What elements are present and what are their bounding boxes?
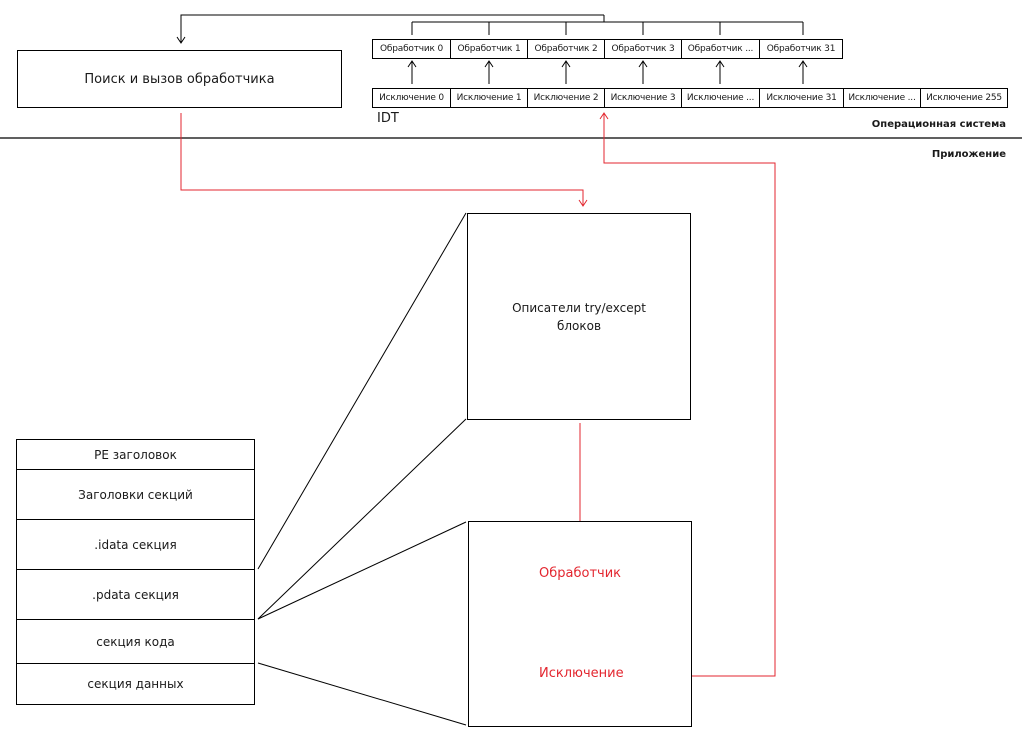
try-except-descriptors-box: Описатели try/except блоков (467, 213, 691, 420)
pe-section-row: секция кода (16, 619, 255, 664)
idt-exception-cell: Исключение 2 (527, 88, 605, 108)
handler-label: Обработчик (539, 566, 621, 581)
pe-section-row: PE заголовок (16, 439, 255, 470)
exception-to-idt-flow (603, 114, 776, 677)
idt-exception-cell: Исключение 31 (759, 88, 844, 108)
pe-section-row: .idata секция (16, 519, 255, 570)
handler-cell: Обработчик 0 (372, 39, 451, 59)
idt-label: IDT (377, 111, 399, 126)
idt-exception-cell: Исключение ... (681, 88, 760, 108)
exception-to-handler-arrows (407, 60, 808, 84)
zone-os-label: Операционная система (871, 119, 1006, 130)
search-handler-box: Поиск и вызов обработчика (17, 50, 342, 108)
pe-section-row: секция данных (16, 663, 255, 705)
handler-cell: Обработчик ... (681, 39, 760, 59)
search-to-descriptors-flow (180, 113, 584, 205)
handler-cell: Обработчик 31 (759, 39, 843, 59)
idt-exception-cell: Исключение 1 (450, 88, 528, 108)
arrowhead-icon (578, 199, 588, 207)
projection-lines (257, 212, 467, 726)
zone-app-label: Приложение (931, 149, 1006, 160)
arrowhead-icon (176, 36, 186, 44)
idt-exception-cell: Исключение 0 (372, 88, 451, 108)
arrowhead-icon (599, 112, 609, 120)
idt-exception-cell: Исключение ... (843, 88, 921, 108)
idt-exception-cell: Исключение 3 (604, 88, 682, 108)
handler-cell: Обработчик 2 (527, 39, 605, 59)
descriptors-label-line1: Описатели try/except (512, 300, 646, 315)
idt-exception-cell: Исключение 255 (920, 88, 1008, 108)
exception-label: Исключение (539, 666, 624, 681)
pe-section-row: Заголовки секций (16, 469, 255, 520)
handler-cell: Обработчик 1 (450, 39, 528, 59)
descriptors-label-line2: блоков (556, 318, 602, 333)
pe-section-row: .pdata секция (16, 569, 255, 620)
handler-cell: Обработчик 3 (604, 39, 682, 59)
search-handler-label: Поиск и вызов обработчика (84, 71, 275, 87)
return-to-search-line (180, 14, 604, 42)
code-section-detail-box (468, 521, 692, 727)
